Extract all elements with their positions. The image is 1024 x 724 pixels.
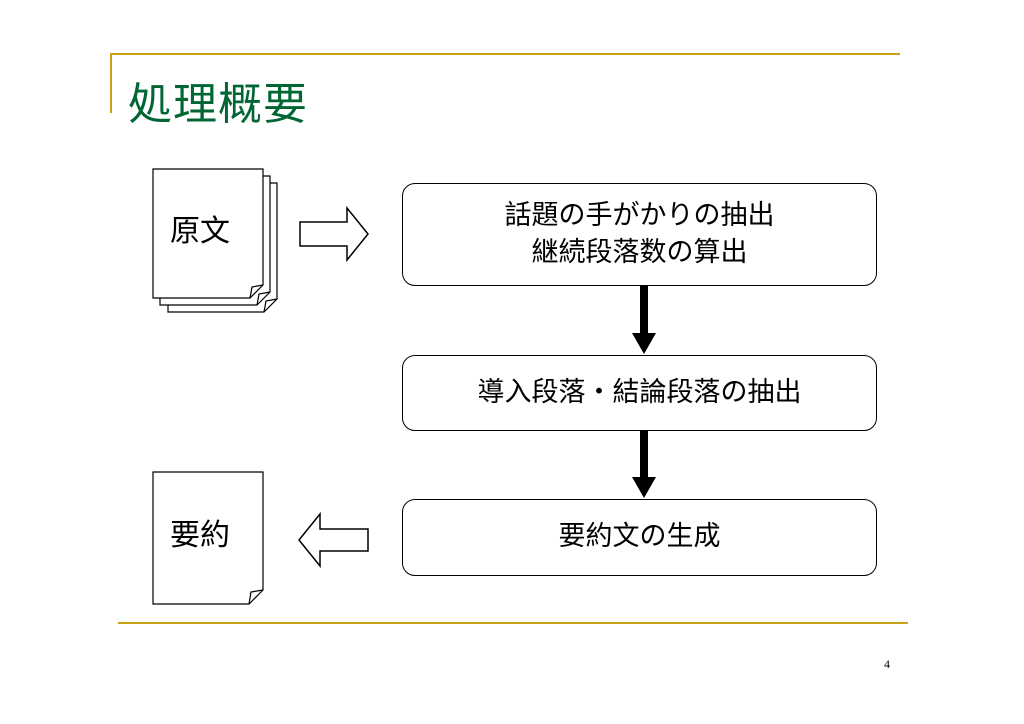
- step-1-line-2: 継続段落数の算出: [531, 236, 748, 268]
- bottom-rule: [118, 622, 908, 624]
- page-number: 4: [884, 657, 890, 671]
- output-document-icon: [152, 471, 264, 605]
- step-1-line-1: 話題の手がかりの抽出: [504, 200, 775, 232]
- step-2-line-1: 導入段落・結論段落の抽出: [477, 376, 802, 408]
- down-arrow-1-icon: [632, 286, 656, 354]
- step-3-line-1: 要約文の生成: [558, 521, 721, 553]
- input-arrow-right-icon: [299, 205, 369, 263]
- top-rule: [110, 53, 900, 55]
- input-document-label: 原文: [170, 214, 230, 249]
- step-summary-generation: 要約文の生成: [402, 499, 877, 576]
- output-document-label: 要約: [170, 518, 230, 553]
- step-intro-conclusion-extraction: 導入段落・結論段落の抽出: [402, 355, 877, 431]
- output-arrow-left-icon: [298, 511, 369, 569]
- down-arrow-2-icon: [632, 430, 656, 498]
- input-document-stack-icon: [152, 168, 278, 313]
- step-topic-extraction: 話題の手がかりの抽出 継続段落数の算出: [402, 183, 877, 286]
- left-rule: [110, 53, 112, 113]
- slide-title: 処理概要: [128, 79, 308, 130]
